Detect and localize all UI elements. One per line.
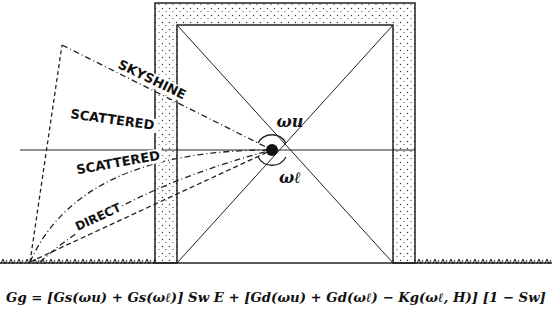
detector-point — [266, 144, 278, 156]
angle-label: ωu — [275, 113, 306, 131]
horizontal-plane — [20, 150, 415, 151]
wall-section — [155, 3, 415, 263]
scattered-ray — [30, 150, 272, 262]
ground-line — [0, 262, 552, 264]
solid-angle-line — [177, 25, 393, 263]
formula: Gg = [Gs(ωu) + Gs(ωℓ)] Sw E + [Gd(ωu) + … — [4, 291, 548, 306]
ray-label: SCATTERED — [67, 107, 157, 133]
solid-angle-line — [177, 25, 393, 263]
direct-ray — [30, 150, 272, 262]
lower-angle-arc — [258, 157, 286, 165]
angle-label: ωℓ — [277, 169, 303, 187]
ray-label: SKYSHINE — [114, 57, 190, 104]
skyshine-ray — [62, 45, 272, 150]
ray-label: SCATTERED — [73, 148, 163, 177]
source-outline — [30, 45, 62, 262]
upper-angle-arc — [258, 135, 286, 143]
